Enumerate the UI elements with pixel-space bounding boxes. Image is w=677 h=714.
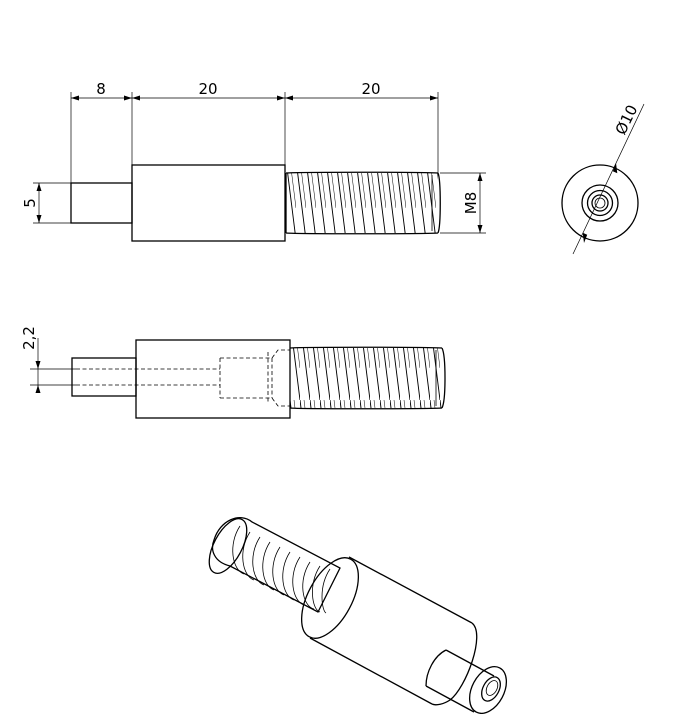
dim-pin-length-label: 8: [96, 80, 106, 98]
hidden-line-view: 2,2: [20, 326, 446, 419]
dim-body-length-label: 20: [198, 80, 217, 98]
front-thread: [285, 171, 441, 235]
dim-body-length: 20: [132, 80, 286, 165]
dim-thread-size: M8: [440, 172, 486, 234]
side-body: [135, 339, 291, 419]
dim-thread-length: 20: [285, 80, 439, 173]
isometric-view: [208, 517, 508, 714]
iso-pin: [425, 649, 508, 714]
dim-thread-size-label: M8: [462, 192, 480, 215]
dim-pin-diameter: 5: [21, 182, 71, 224]
side-thread: [289, 346, 446, 410]
front-pin: [70, 182, 133, 224]
dim-outer-diameter-label: Ø10: [612, 102, 642, 138]
front-body: [131, 164, 286, 242]
dim-bore-diameter-label: 2,2: [20, 326, 38, 350]
dim-thread-length-label: 20: [361, 80, 380, 98]
dim-bore-diameter: 2,2: [20, 326, 76, 393]
dim-pin-length: 8: [70, 80, 133, 183]
iso-thread: [208, 517, 341, 614]
dim-pin-diameter-label: 5: [21, 198, 39, 208]
side-pin: [71, 357, 137, 397]
iso-body: [300, 556, 478, 706]
end-view: Ø10: [561, 102, 645, 255]
front-view: 8 20 20 5: [21, 80, 486, 242]
